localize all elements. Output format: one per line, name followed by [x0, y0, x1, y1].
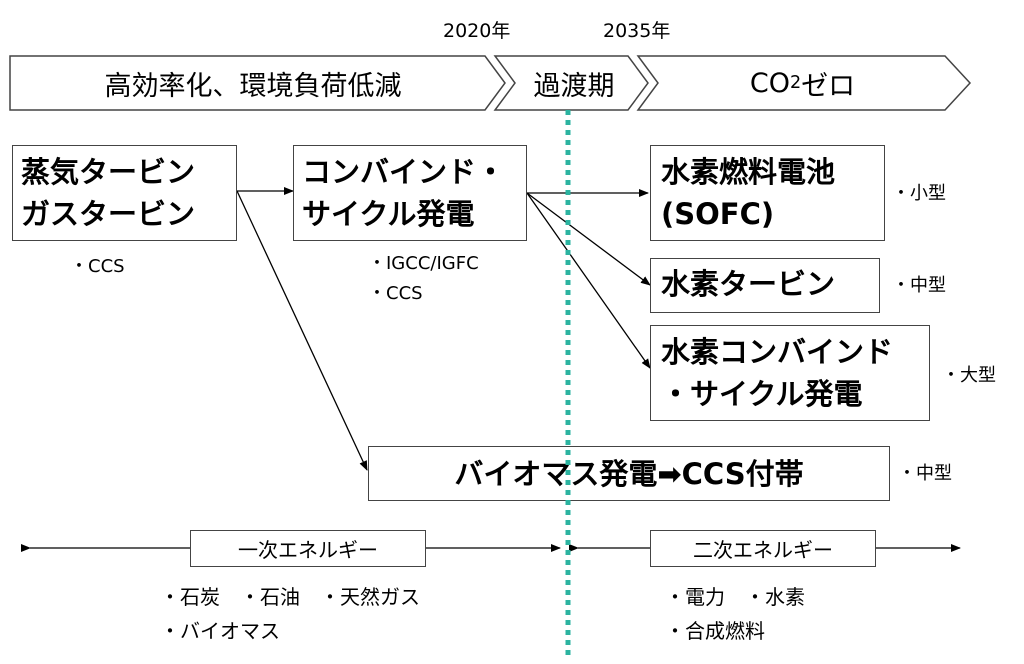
phase3-prefix: CO: [749, 67, 790, 99]
phase-chevron-2: [493, 55, 649, 111]
primary-energy-items-2: ・バイオマス: [160, 619, 280, 643]
h2-turbine-size-note: ・中型: [892, 275, 946, 296]
gas-turbine-label: ガスタービン: [21, 197, 196, 231]
phase-chevron-1: [9, 55, 506, 111]
node-combined-cycle: コンバインド・ サイクル発電: [293, 145, 527, 241]
h2-combined-line2: ・サイクル発電: [661, 377, 863, 411]
biomass-label: バイオマス発電➡CCS付帯: [454, 456, 804, 491]
combined-line2: サイクル発電: [302, 197, 475, 231]
sofc-line1: 水素燃料電池: [661, 155, 836, 189]
combined-line1: コンバインド・: [302, 155, 506, 189]
node-steam-gas-turbine: 蒸気タービン ガスタービン: [12, 145, 237, 241]
biomass-size-note: ・中型: [898, 463, 952, 484]
h2-combined-size-note: ・大型: [942, 365, 996, 386]
phase3-sub: 2: [789, 73, 802, 93]
node-biomass: バイオマス発電➡CCS付帯: [368, 446, 890, 501]
node-hydrogen-turbine: 水素タービン: [650, 258, 880, 313]
node-hydrogen-fuel-cell: 水素燃料電池 (SOFC): [650, 145, 885, 241]
phase3-suffix: ゼロ: [801, 70, 856, 102]
h2-combined-line1: 水素コンバインド: [661, 335, 894, 369]
sofc-line2: (SOFC): [661, 197, 775, 231]
phase-label-2: 過渡期: [533, 70, 615, 102]
combined-note-igcc: ・IGCC/IGFC: [368, 253, 479, 274]
primary-energy-label: 一次エネルギー: [190, 530, 426, 567]
secondary-energy-label: 二次エネルギー: [650, 530, 876, 567]
combined-note-ccs: ・CCS: [368, 283, 423, 304]
steam-gas-note: ・CCS: [70, 256, 125, 277]
steam-turbine-label: 蒸気タービン: [21, 155, 196, 189]
phase-label-1: 高効率化、環境負荷低減: [104, 70, 402, 102]
secondary-energy-items-2: ・合成燃料: [665, 619, 765, 643]
node-hydrogen-combined-cycle: 水素コンバインド ・サイクル発電: [650, 325, 930, 421]
primary-energy-items-1: ・石炭 ・石油 ・天然ガス: [160, 585, 420, 609]
year-2035: 2035年: [603, 20, 671, 42]
phase-chevron-3: [636, 55, 972, 111]
h2-turbine-label: 水素タービン: [661, 267, 836, 301]
secondary-energy-items-1: ・電力 ・水素: [665, 585, 805, 609]
arrow-combined-to-h2combined: [526, 192, 651, 369]
year-2020: 2020年: [443, 20, 511, 42]
sofc-size-note: ・小型: [892, 183, 946, 204]
arrow-steam-to-biomass: [236, 190, 368, 471]
arrow-combined-to-h2turbine: [526, 192, 651, 286]
